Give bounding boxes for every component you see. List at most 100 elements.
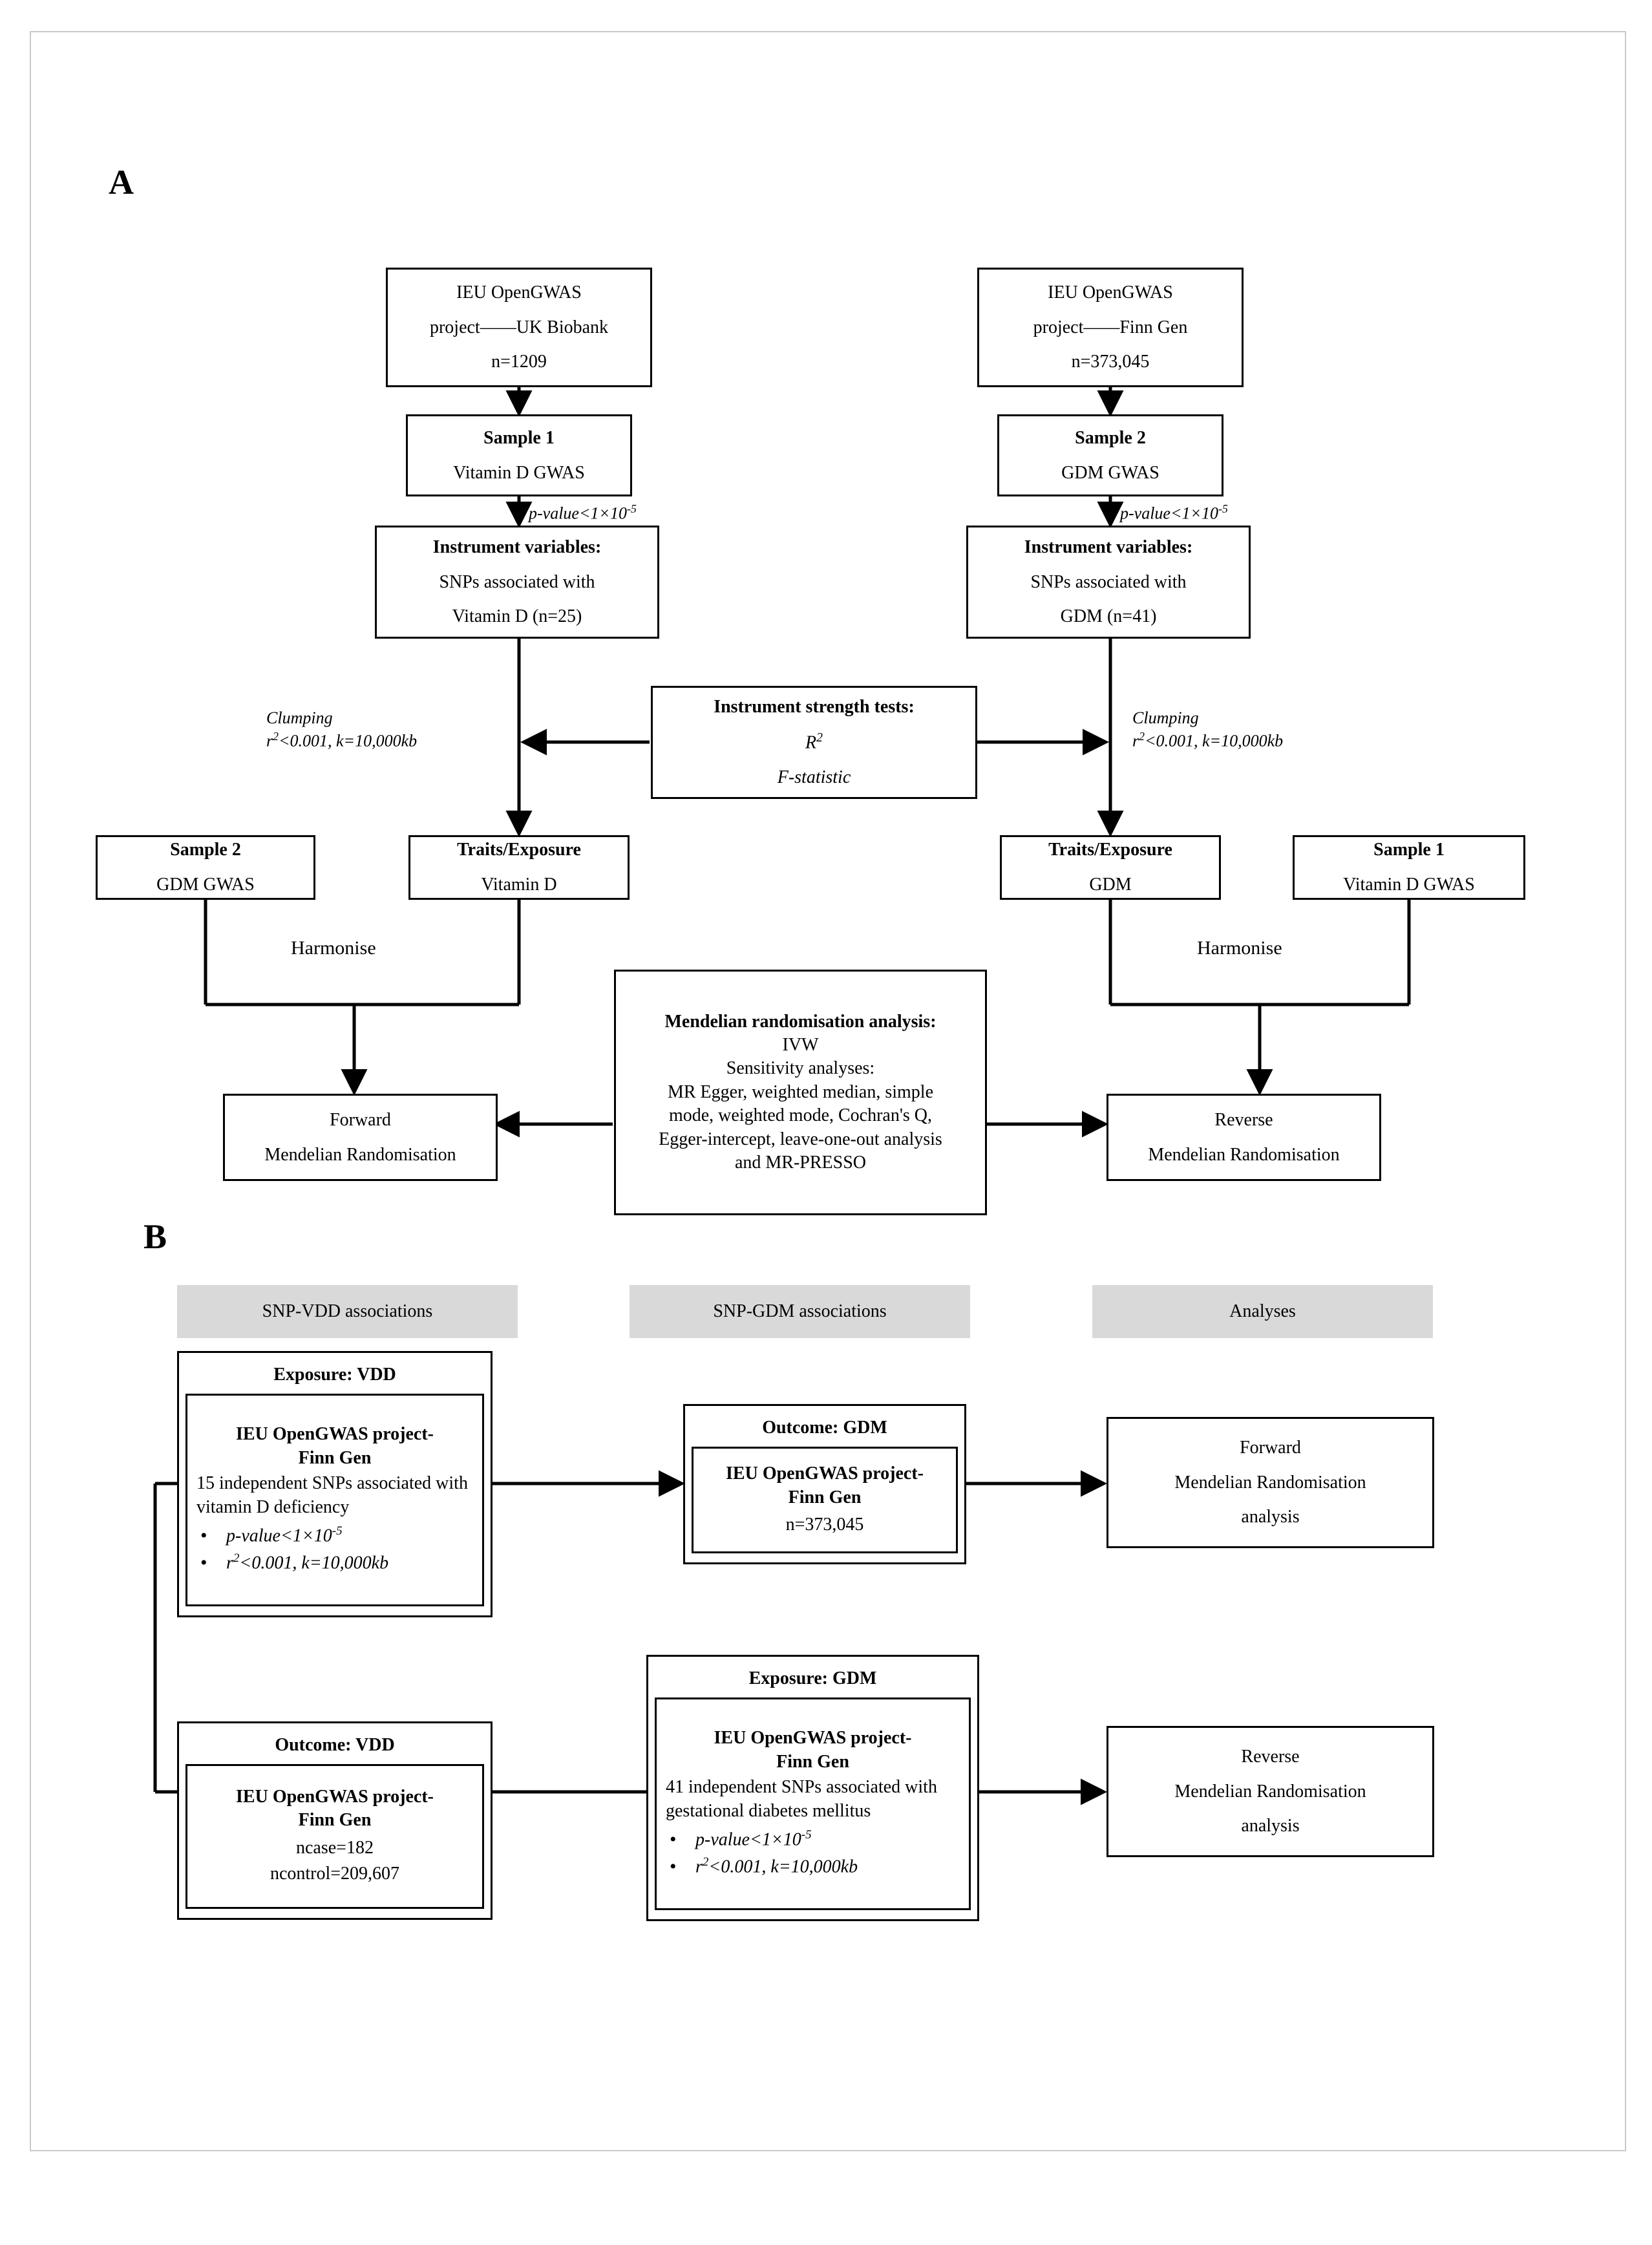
sample2-left-line1: Sample 2: [170, 840, 241, 860]
strength-line1: Instrument strength tests:: [714, 697, 915, 718]
node-exposure-gdm: Exposure: GDM IEU OpenGWAS project- Finn…: [646, 1655, 979, 1921]
source-left-line2: project——UK Biobank: [429, 317, 609, 337]
clumping-left-line2: r2<0.001, k=10,000kb: [266, 730, 418, 750]
exposure-gdm-head-line2: Finn Gen: [776, 1751, 849, 1772]
outcome-vdd-title: Outcome: VDD: [275, 1735, 395, 1755]
iv-left-line3: Vitamin D (n=25): [452, 606, 582, 627]
reverse-line1: Reverse: [1214, 1109, 1273, 1130]
outcome-gdm-title: Outcome: GDM: [762, 1418, 887, 1438]
mr-line6: Egger-intercept, leave-one-out analysis: [659, 1129, 942, 1149]
header-chip-snp-gdm: SNP-GDM associations: [630, 1285, 970, 1338]
source-left-line1: IEU OpenGWAS: [456, 282, 582, 303]
reverse-line2: Mendelian Randomisation: [1148, 1144, 1340, 1165]
traits-right-line2: GDM: [1089, 875, 1132, 895]
pvalue-label-left: p-value<1×10-5: [529, 502, 637, 523]
exposure-vdd-inner-box: IEU OpenGWAS project- Finn Gen 15 indepe…: [185, 1393, 484, 1606]
node-forward-mendelian-randomisation: Forward Mendelian Randomisation: [223, 1094, 498, 1181]
exposure-vdd-title: Exposure: VDD: [273, 1365, 396, 1385]
node-outcome-vdd: Outcome: VDD IEU OpenGWAS project- Finn …: [177, 1721, 492, 1920]
traits-right-line1: Traits/Exposure: [1048, 840, 1172, 860]
iv-left-line1: Instrument variables:: [432, 537, 602, 557]
mr-line7: and MR-PRESSO: [734, 1152, 867, 1173]
node-source-uk-biobank: IEU OpenGWAS project——UK Biobank n=1209: [386, 268, 652, 387]
outcome-vdd-line4: ncontrol=209,607: [270, 1864, 400, 1884]
reverse-analysis-line1: Reverse: [1241, 1746, 1300, 1767]
node-instrument-strength-tests: Instrument strength tests: R2 F-statisti…: [651, 686, 977, 799]
iv-left-line2: SNPs associated with: [439, 571, 595, 592]
source-right-line2: project——Finn Gen: [1033, 317, 1188, 337]
header-chip-snp-gdm-label: SNP-GDM associations: [713, 1301, 887, 1321]
iv-right-line2: SNPs associated with: [1030, 571, 1187, 592]
reverse-analysis-line3: analysis: [1241, 1816, 1300, 1836]
traits-left-line2: Vitamin D: [481, 875, 557, 895]
sample2-left-line2: GDM GWAS: [156, 875, 255, 895]
forward-line1: Forward: [330, 1109, 391, 1130]
exposure-vdd-bullets: p-value<1×10-5 r2<0.001, k=10,000kb: [196, 1521, 473, 1578]
sample2-top-line1: Sample 2: [1075, 427, 1146, 448]
node-forward-mr-analysis: Forward Mendelian Randomisation analysis: [1107, 1417, 1434, 1548]
sample1-right-line2: Vitamin D GWAS: [1343, 875, 1475, 895]
outcome-gdm-inner-box: IEU OpenGWAS project- Finn Gen n=373,045: [692, 1446, 958, 1553]
pvalue-label-right: p-value<1×10-5: [1120, 502, 1228, 523]
clumping-left-line1: Clumping: [266, 708, 333, 727]
node-reverse-mr-analysis: Reverse Mendelian Randomisation analysis: [1107, 1726, 1434, 1857]
clumping-label-left: Clumping r2<0.001, k=10,000kb: [266, 707, 417, 752]
node-traits-exposure-vitamin-d: Traits/Exposure Vitamin D: [408, 835, 630, 900]
outcome-vdd-line3: ncase=182: [296, 1837, 374, 1858]
node-mendelian-randomisation-analysis: Mendelian randomisation analysis: IVW Se…: [614, 970, 987, 1215]
outcome-vdd-head-line1: IEU OpenGWAS project-: [236, 1786, 434, 1807]
node-source-finn-gen: IEU OpenGWAS project——Finn Gen n=373,045: [977, 268, 1244, 387]
exposure-gdm-bullet-r2: r2<0.001, k=10,000kb: [666, 1852, 960, 1881]
exposure-vdd-bullet-pvalue: p-value<1×10-5: [196, 1521, 473, 1550]
outcome-gdm-head-line2: Finn Gen: [788, 1487, 862, 1507]
exposure-gdm-bullet-pvalue: p-value<1×10-5: [666, 1825, 960, 1854]
node-exposure-vdd: Exposure: VDD IEU OpenGWAS project- Finn…: [177, 1351, 492, 1617]
node-sample1-vitamin-d-gwas: Sample 1 Vitamin D GWAS: [406, 414, 632, 496]
exposure-gdm-body: 41 independent SNPs associated with gest…: [666, 1776, 937, 1822]
forward-analysis-line2: Mendelian Randomisation: [1174, 1472, 1366, 1493]
outcome-gdm-head-line1: IEU OpenGWAS project-: [726, 1463, 924, 1484]
node-traits-exposure-gdm: Traits/Exposure GDM: [1000, 835, 1221, 900]
exposure-vdd-bullet-r2: r2<0.001, k=10,000kb: [196, 1548, 473, 1577]
exposure-gdm-title: Exposure: GDM: [748, 1668, 877, 1688]
source-left-line3: n=1209: [491, 352, 547, 372]
forward-analysis-line1: Forward: [1240, 1437, 1301, 1458]
forward-analysis-line3: analysis: [1241, 1507, 1300, 1527]
node-reverse-mendelian-randomisation: Reverse Mendelian Randomisation: [1107, 1094, 1381, 1181]
clumping-right-line2: r2<0.001, k=10,000kb: [1132, 730, 1284, 750]
source-right-line3: n=373,045: [1071, 352, 1150, 372]
mr-line1: Mendelian randomisation analysis:: [664, 1011, 937, 1032]
harmonise-label-right: Harmonise: [1197, 937, 1282, 959]
mr-line2: IVW: [782, 1035, 819, 1056]
node-instrument-variables-right: Instrument variables: SNPs associated wi…: [966, 526, 1251, 639]
panel-b-label: B: [143, 1217, 167, 1256]
sample1-right-line1: Sample 1: [1373, 840, 1445, 860]
outcome-vdd-inner-box: IEU OpenGWAS project- Finn Gen ncase=182…: [185, 1763, 484, 1909]
exposure-gdm-head-line1: IEU OpenGWAS project-: [714, 1728, 912, 1749]
outcome-vdd-head-line2: Finn Gen: [298, 1810, 372, 1831]
source-right-line1: IEU OpenGWAS: [1048, 282, 1173, 303]
strength-line3: F-statistic: [777, 767, 851, 788]
sample1-top-line2: Vitamin D GWAS: [453, 462, 585, 483]
iv-right-line3: GDM (n=41): [1060, 606, 1157, 627]
sample2-top-line2: GDM GWAS: [1061, 462, 1160, 483]
header-chip-analyses: Analyses: [1092, 1285, 1433, 1338]
header-chip-analyses-label: Analyses: [1229, 1301, 1296, 1321]
exposure-vdd-body: 15 independent SNPs associated with vita…: [196, 1473, 468, 1518]
mr-line4: MR Egger, weighted median, simple: [667, 1081, 934, 1102]
exposure-gdm-bullets: p-value<1×10-5 r2<0.001, k=10,000kb: [666, 1825, 960, 1882]
exposure-vdd-head-line1: IEU OpenGWAS project-: [236, 1424, 434, 1445]
forward-line2: Mendelian Randomisation: [264, 1144, 456, 1165]
sample1-top-line1: Sample 1: [483, 427, 555, 448]
header-chip-snp-vdd: SNP-VDD associations: [177, 1285, 518, 1338]
node-sample2-left: Sample 2 GDM GWAS: [96, 835, 315, 900]
panel-a-label: A: [109, 163, 134, 202]
header-chip-snp-vdd-label: SNP-VDD associations: [262, 1301, 433, 1321]
clumping-label-right: Clumping r2<0.001, k=10,000kb: [1132, 707, 1283, 752]
outcome-gdm-line3: n=373,045: [785, 1515, 864, 1535]
exposure-vdd-head-line2: Finn Gen: [298, 1447, 372, 1468]
node-sample2-gdm-gwas: Sample 2 GDM GWAS: [997, 414, 1223, 496]
exposure-gdm-inner-box: IEU OpenGWAS project- Finn Gen 41 indepe…: [655, 1697, 971, 1910]
node-sample1-right: Sample 1 Vitamin D GWAS: [1293, 835, 1525, 900]
